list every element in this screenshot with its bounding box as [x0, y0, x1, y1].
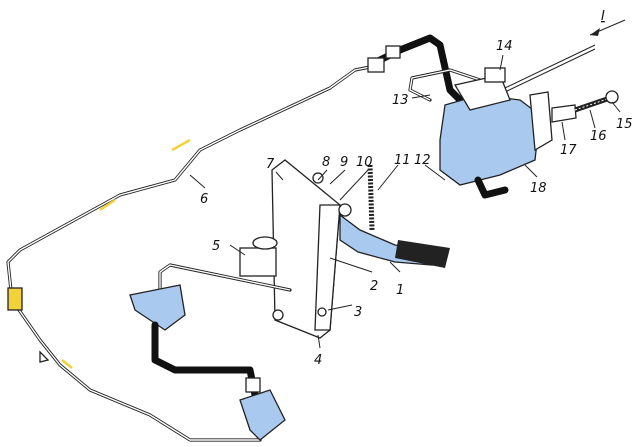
leader-lines [189, 54, 621, 349]
pneumatic-booster-18 [439, 67, 619, 199]
callout-11: 11 [394, 153, 411, 168]
callout-13: 13 [392, 93, 409, 108]
view-label-I: I [601, 9, 605, 24]
hose-fitting [367, 57, 385, 73]
reservoir-5 [239, 247, 277, 277]
callout-5: 5 [212, 239, 220, 254]
callout-3: 3 [354, 305, 362, 320]
return-spring-11 [367, 164, 375, 231]
callout-6: 6 [200, 192, 208, 207]
callout-14: 14 [496, 39, 513, 54]
lower-hose [151, 321, 259, 399]
callout-2: 2 [370, 279, 378, 294]
callout-4: 4 [314, 353, 322, 368]
callout-9: 9 [340, 155, 348, 170]
callout-12: 12 [414, 153, 431, 168]
callout-1: 1 [396, 283, 404, 298]
pedal-bracket [239, 159, 450, 339]
callout-18: 18 [530, 181, 547, 196]
callout-17: 17 [560, 143, 577, 158]
bulkhead-plate-lower [239, 389, 286, 441]
bulkhead-plate-upper [129, 284, 186, 331]
callout-8: 8 [322, 155, 330, 170]
callout-10: 10 [356, 155, 373, 170]
inline-filter [7, 287, 23, 311]
callout-7: 7 [266, 157, 275, 172]
pipeline-6 [6, 63, 382, 442]
callout-15: 15 [616, 117, 633, 132]
callout-16: 16 [590, 129, 607, 144]
